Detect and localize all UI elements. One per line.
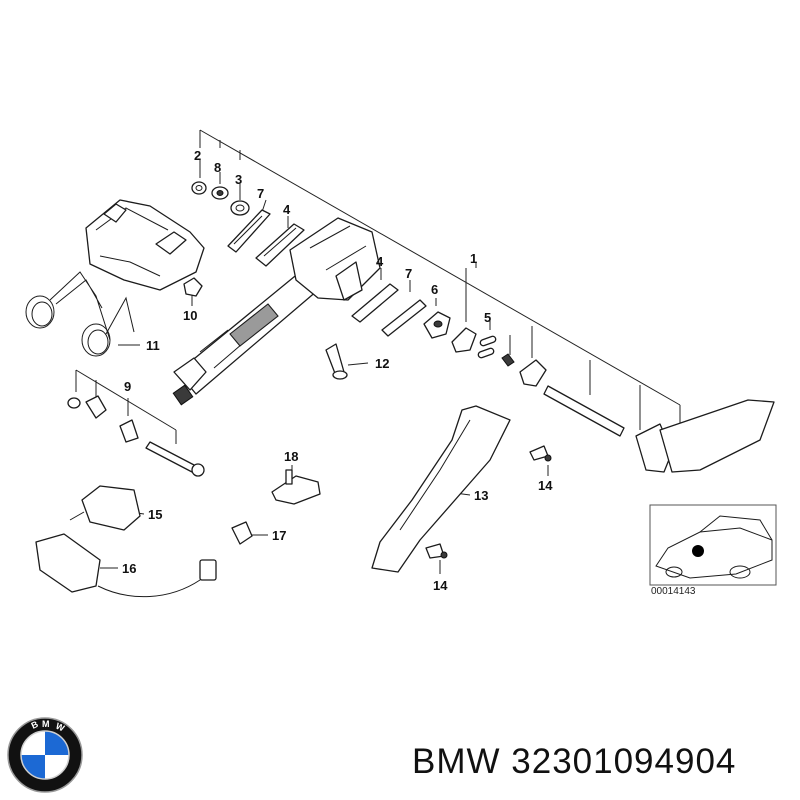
inset-image-id: 00014143 bbox=[651, 586, 696, 597]
screw-part-14b bbox=[425, 543, 448, 559]
callout-13: 13 bbox=[474, 488, 488, 503]
callout-4a: 4 bbox=[283, 202, 291, 217]
callout-11: 11 bbox=[146, 338, 160, 353]
guide-rail-part-4 bbox=[255, 223, 305, 267]
guide-rail-part-7b bbox=[381, 299, 427, 337]
callout-2: 2 bbox=[194, 148, 201, 163]
screw-part-14a bbox=[529, 445, 552, 462]
callout-10: 10 bbox=[183, 308, 197, 323]
callout-1: 1 bbox=[470, 251, 477, 266]
callout-9: 9 bbox=[124, 379, 131, 394]
callout-16: 16 bbox=[122, 561, 136, 576]
connector-part-18 bbox=[271, 469, 321, 505]
bmw-logo: B M W bbox=[6, 716, 84, 794]
ring-part-6 bbox=[423, 311, 451, 339]
callout-18: 18 bbox=[284, 449, 298, 464]
part-9-group bbox=[67, 395, 205, 477]
svg-text:B: B bbox=[30, 719, 41, 731]
callout-labels: 1 2 8 3 7 4 4 7 6 5 9 10 11 12 13 14 14 … bbox=[122, 148, 553, 593]
spring-part-11 bbox=[25, 271, 135, 357]
brand-part-number: BMW 32301094904 bbox=[412, 742, 737, 781]
switch-part-15 bbox=[69, 485, 141, 531]
callout-6: 6 bbox=[431, 282, 438, 297]
housing-bracket bbox=[85, 199, 205, 291]
callout-7b: 7 bbox=[405, 266, 412, 281]
callout-12: 12 bbox=[375, 356, 389, 371]
guide-rail-part-4b bbox=[351, 283, 399, 323]
steering-column-shaft bbox=[172, 217, 381, 406]
callout-14a: 14 bbox=[538, 478, 553, 493]
svg-text:M: M bbox=[42, 719, 50, 729]
vehicle-inset bbox=[649, 504, 777, 586]
nut-part-2 bbox=[191, 181, 207, 195]
lever-parts-group-1 bbox=[451, 327, 775, 473]
callout-15: 15 bbox=[148, 507, 162, 522]
washer-part-8 bbox=[211, 186, 229, 200]
washer-part-3 bbox=[230, 200, 250, 216]
grommet-part-10 bbox=[183, 277, 203, 297]
callout-14b: 14 bbox=[433, 578, 448, 593]
callout-3: 3 bbox=[235, 172, 242, 187]
clip-part-17 bbox=[231, 521, 253, 545]
callout-4b: 4 bbox=[376, 254, 384, 269]
callout-8: 8 bbox=[214, 160, 221, 175]
guide-rail-part-7 bbox=[227, 209, 271, 253]
callout-17: 17 bbox=[272, 528, 286, 543]
callout-5: 5 bbox=[484, 310, 491, 325]
leader-lines bbox=[75, 129, 681, 574]
sensor-part-16 bbox=[35, 533, 217, 598]
bracket-part-13 bbox=[371, 405, 511, 573]
bolt-part-12 bbox=[325, 343, 348, 380]
callout-7a: 7 bbox=[257, 186, 264, 201]
